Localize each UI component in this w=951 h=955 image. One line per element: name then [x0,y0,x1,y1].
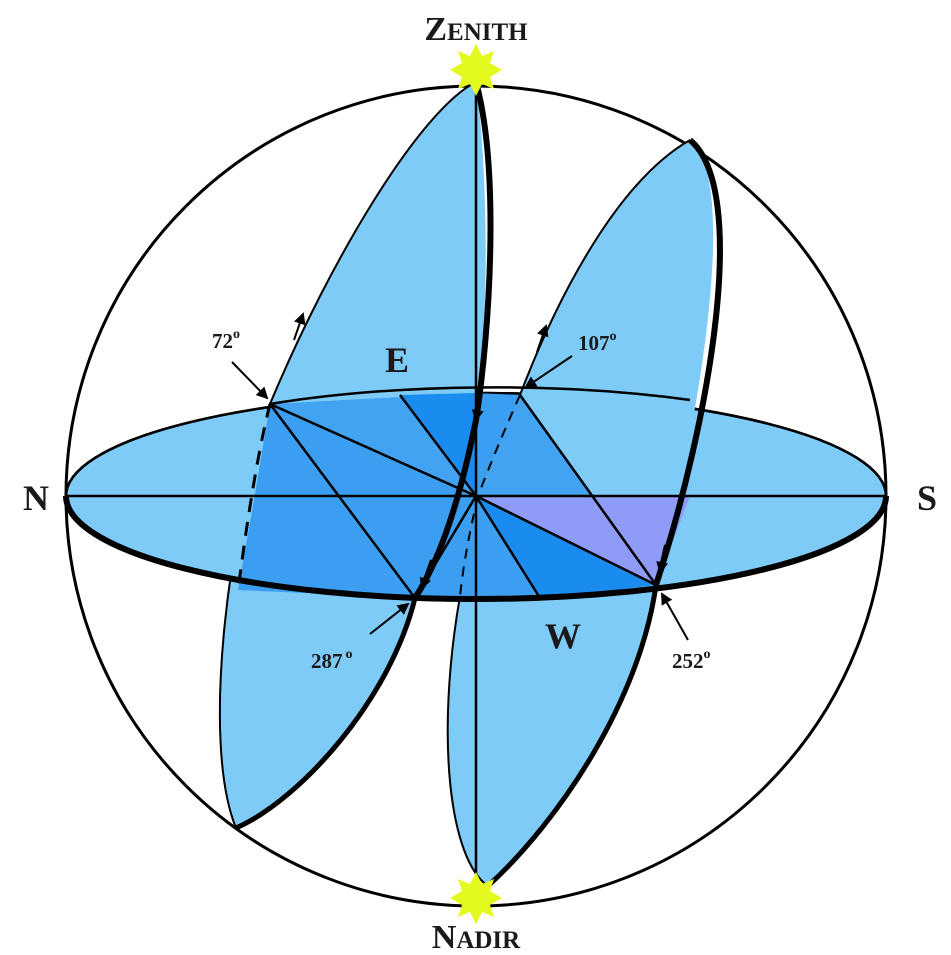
north-label: N [23,478,49,518]
leader-252 [661,592,689,641]
zenith-star-icon [450,44,502,96]
nadir-star-icon [450,872,502,924]
west-label: W [545,616,581,656]
horizon-shade-left [270,404,476,598]
horizon-shade-left-2 [238,404,415,598]
angle-107-label: 107o [578,329,617,355]
nadir-label: NADIR [432,919,521,955]
arrow-right-down [656,544,669,574]
horizon-shade-lower [415,496,540,598]
east-label: E [385,340,409,380]
arrow-left-down [419,559,434,590]
leader-107 [524,355,573,389]
leader-287 [369,602,410,635]
left-path-upper [270,82,486,496]
south-label: S [917,478,937,518]
angle-72-label: 72o [212,327,240,353]
horizon-shade-right [476,496,656,598]
arrow-left-up [293,312,306,341]
leader-72 [231,361,269,400]
right-path-front-arc [653,137,723,586]
left-path-lower-arc [234,597,418,831]
horizon-strip-lavender [476,496,690,585]
zenith-label: ZENITH [424,11,528,48]
right-path-upper-outline [519,139,691,396]
right-path-lower-arc [486,584,659,888]
angle-252-label: 252o [672,647,711,673]
left-path-front-arc [412,81,494,600]
right-path-hidden-2 [459,495,479,597]
arrow-right-up [536,324,549,353]
left-path-upper-outline [269,81,477,405]
